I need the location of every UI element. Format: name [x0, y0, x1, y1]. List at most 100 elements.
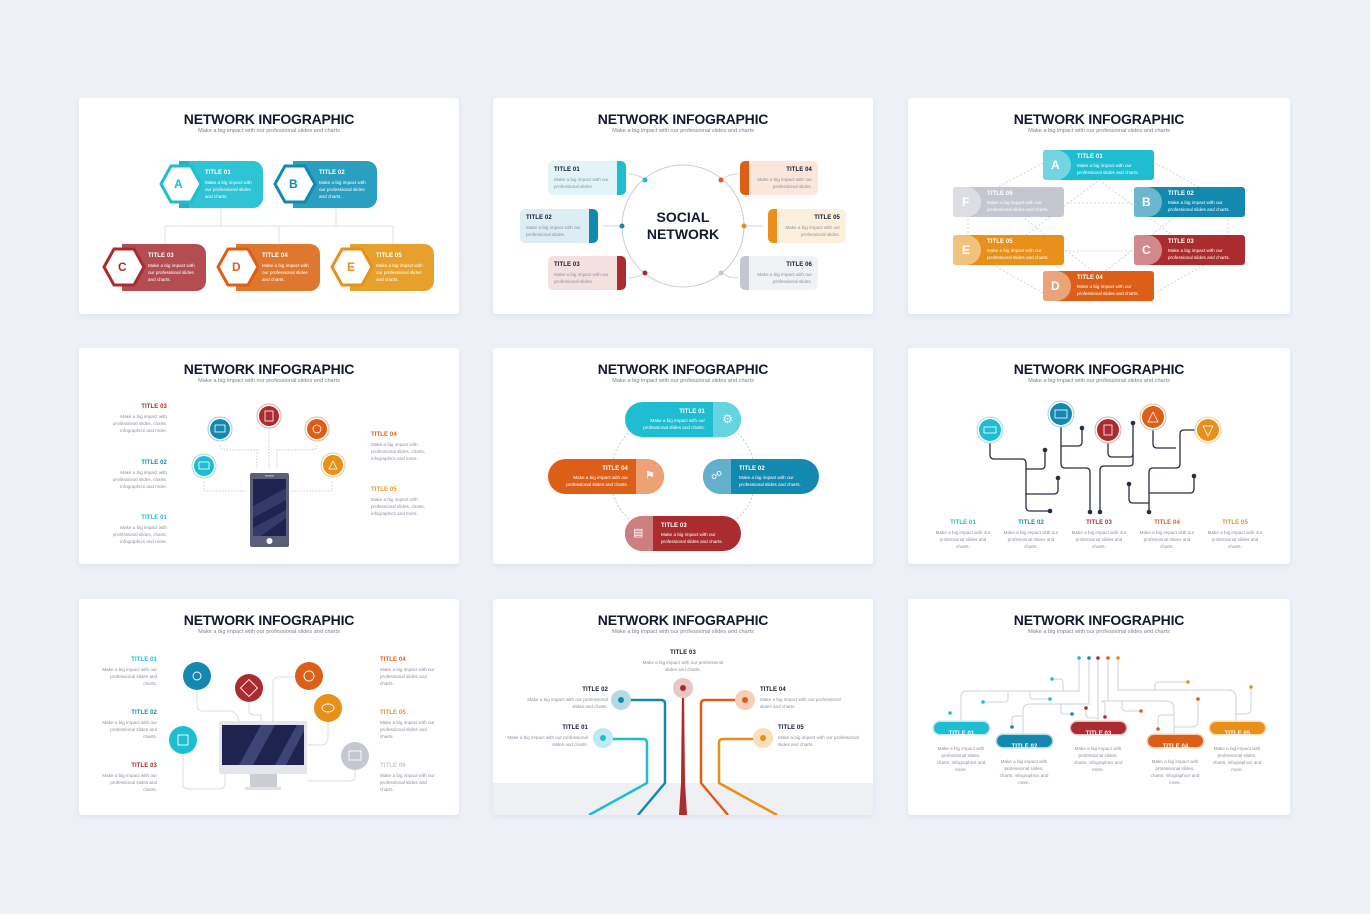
slide-subtitle: Make a big impact with our professional …: [198, 629, 340, 635]
label-title-01: TITLE 01 Make a big impact with our prof…: [935, 520, 991, 549]
hexagon-badge: [273, 164, 317, 204]
slide-subtitle: Make a big impact with our professional …: [198, 128, 340, 134]
badge-letter: E: [347, 260, 356, 274]
node-f: F TITLE 06 Make a big impact with our pr…: [953, 187, 1064, 217]
node-title: TITLE 04: [262, 253, 288, 259]
label-pill-02[interactable]: TITLE 02: [997, 735, 1052, 750]
center-circle: [603, 164, 763, 288]
node-desc: Make a big impact with our professional …: [262, 263, 309, 282]
slide-subtitle: Make a big impact with our professional …: [198, 378, 340, 384]
slide-pill-cycle[interactable]: NETWORK INFOGRAPHIC Make a big impact wi…: [493, 348, 873, 564]
label-pill-04[interactable]: TITLE 04: [1148, 735, 1203, 750]
card-title-04: TITLE 04 Make a big impact with our prof…: [740, 161, 818, 195]
badge-letter: D: [232, 260, 241, 274]
node-title: TITLE 02: [319, 170, 345, 176]
slide-circuit-tree[interactable]: NETWORK INFOGRAPHIC Make a big impact wi…: [908, 348, 1290, 564]
badge-letter: C: [118, 260, 127, 274]
label-title-04: TITLE 04 Make a big impact with our prof…: [1139, 520, 1195, 549]
money-icon: ▤: [633, 527, 644, 539]
item-title-04: TITLE 04 Make a big impact with our prof…: [380, 657, 435, 686]
slide-circuit-labels[interactable]: NETWORK INFOGRAPHIC Make a big impact wi…: [908, 599, 1290, 815]
item-title-05: TITLE 05 Make a big impact with our prof…: [778, 725, 859, 747]
slide-title: NETWORK INFOGRAPHIC: [1013, 361, 1185, 377]
item-title-02: TITLE 02 Make a big impact with our prof…: [102, 710, 157, 739]
slide-monitor-network[interactable]: NETWORK INFOGRAPHIC Make a big impact wi…: [79, 599, 459, 815]
label-pill-01[interactable]: TITLE 01: [934, 722, 989, 737]
card-title-01: TITLE 01 Make a big impact with our prof…: [548, 161, 626, 195]
road-graphic: [493, 678, 873, 815]
slide-subtitle: Make a big impact with our professional …: [612, 128, 754, 134]
node-desc: Make a big impact with our professional …: [205, 180, 252, 199]
slide-title: NETWORK INFOGRAPHIC: [183, 361, 355, 377]
node-b: B TITLE 02 Make a big impact with our pr…: [273, 161, 377, 208]
slide-title: NETWORK INFOGRAPHIC: [1013, 111, 1185, 127]
card-title-03: TITLE 03 Make a big impact with our prof…: [548, 256, 626, 290]
item-title-05: TITLE 05 Make a big impact with professi…: [371, 487, 426, 516]
pill-title-03: ▤ TITLE 03 Make a big impact with our pr…: [625, 516, 741, 551]
item-title-02: TITLE 02 Make a big impact with our prof…: [527, 687, 608, 709]
item-title-01: TITLE 01 Make a big impact with our prof…: [507, 725, 588, 747]
hexagon-badge: [216, 247, 260, 287]
node-desc: Make a big impact with our professional …: [319, 180, 366, 199]
circuit-lines: [976, 400, 1222, 515]
slide-subtitle: Make a big impact with our professional …: [612, 378, 754, 384]
label-desc-05: Make a big impact with professional slid…: [1212, 746, 1262, 772]
cycle-lines: [612, 432, 754, 521]
slide-subtitle: Make a big impact with our professional …: [1028, 378, 1170, 384]
label-desc-01: Make a big impact with professional slid…: [936, 746, 986, 772]
node-c: C TITLE 03 Make a big impact with our pr…: [1134, 235, 1245, 265]
slide-smartphone-network[interactable]: NETWORK INFOGRAPHIC Make a big impact wi…: [79, 348, 459, 564]
slide-road-lines[interactable]: NETWORK INFOGRAPHIC Make a big impact wi…: [493, 599, 873, 815]
slide-subtitle: Make a big impact with our professional …: [1028, 128, 1170, 134]
network-lines: [191, 403, 346, 547]
item-title-05: TITLE 05 Make a big impact with our prof…: [380, 710, 435, 739]
item-title-03: TITLE 03 Make a big impact with our prof…: [642, 650, 724, 672]
slide-title: NETWORK INFOGRAPHIC: [597, 612, 769, 628]
card-title-02: TITLE 02 Make a big impact with our prof…: [520, 209, 598, 243]
node-e: E TITLE 05 Make a big impact with our pr…: [953, 235, 1064, 265]
item-title-03: TITLE 03 Make a big impact with our prof…: [102, 763, 157, 792]
node-desc: Make a big impact with our professional …: [376, 263, 423, 282]
node-a: A TITLE 01 Make a big impact with our pr…: [159, 161, 263, 208]
label-pill-05[interactable]: TITLE 05: [1210, 722, 1265, 737]
hexagon-badge: [102, 247, 146, 287]
item-title-03: TITLE 03 Make a big impact with professi…: [112, 404, 167, 433]
label-desc-03: Make a big impact with professional slid…: [1073, 746, 1123, 772]
card-title-05: TITLE 05 Make a big impact with our prof…: [768, 209, 846, 243]
node-d: D TITLE 04 Make a big impact with our pr…: [216, 244, 320, 291]
gears-icon: ⚙: [722, 412, 733, 426]
item-title-04: TITLE 04 Make a big impact with our prof…: [760, 687, 841, 709]
pill-title-01: ⚙ TITLE 01 Make a big impact with our pr…: [625, 402, 741, 437]
slide-title: NETWORK INFOGRAPHIC: [597, 361, 769, 377]
node-desc: Make a big impact with our professional …: [148, 263, 195, 282]
slide-title: NETWORK INFOGRAPHIC: [597, 111, 769, 127]
connector-lines: [164, 208, 394, 244]
node-title: TITLE 05: [376, 253, 402, 259]
item-title-01: TITLE 01 Make a big impact with professi…: [112, 515, 167, 544]
label-title-03: TITLE 03 Make a big impact with our prof…: [1071, 520, 1127, 549]
item-title-02: TITLE 02 Make a big impact with professi…: [112, 460, 167, 489]
node-a: A TITLE 01 Make a big impact with our pr…: [1043, 150, 1154, 180]
center-label: SOCIAL NETWORK: [646, 209, 720, 242]
slide-hexagram-network[interactable]: NETWORK INFOGRAPHIC Make a big impact wi…: [908, 98, 1290, 314]
node-c: C TITLE 03 Make a big impact with our pr…: [102, 244, 206, 291]
label-pill-03[interactable]: TITLE 03: [1071, 722, 1126, 737]
item-title-04: TITLE 04 Make a big impact with professi…: [371, 432, 426, 461]
label-title-02: TITLE 02 Make a big impact with our prof…: [1003, 520, 1059, 549]
slide-title: NETWORK INFOGRAPHIC: [1013, 612, 1185, 628]
slide-title: NETWORK INFOGRAPHIC: [183, 612, 355, 628]
node-title: TITLE 01: [205, 170, 231, 176]
slide-subtitle: Make a big impact with our professional …: [612, 629, 754, 635]
label-desc-02: Make a big impact with professional slid…: [999, 759, 1049, 785]
node-e: E TITLE 05 Make a big impact with our pr…: [330, 244, 434, 291]
badge-letter: A: [174, 177, 183, 191]
item-title-06: TITLE 06 Make a big impact with our prof…: [380, 763, 435, 792]
node-title: TITLE 03: [148, 253, 174, 259]
chart-icon: ☍: [711, 470, 723, 482]
badge-letter: B: [289, 177, 298, 191]
hexagon-badge: [159, 164, 203, 204]
pill-title-02: ☍ TITLE 02 Make a big impact with our pr…: [703, 459, 819, 494]
node-b: B TITLE 02 Make a big impact with our pr…: [1134, 187, 1245, 217]
slide-social-network[interactable]: NETWORK INFOGRAPHIC Make a big impact wi…: [493, 98, 873, 314]
slide-hexagon-tree[interactable]: NETWORK INFOGRAPHIC Make a big impact wi…: [79, 98, 459, 314]
